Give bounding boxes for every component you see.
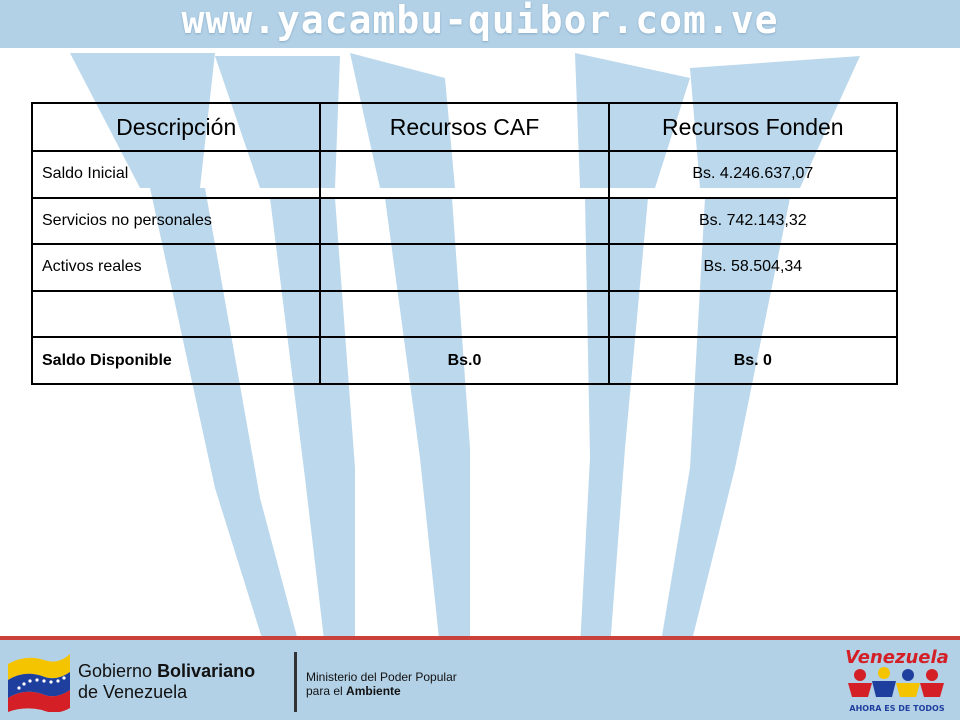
row-fonden: Bs. 58.504,34	[607, 243, 899, 292]
brand-title: Venezuela	[845, 647, 949, 668]
funds-table: Descripción Recursos CAF Recursos Fonden…	[30, 102, 899, 385]
row-fonden: Bs. 4.246.637,07	[607, 150, 899, 199]
gov-prefix: Gobierno	[78, 661, 158, 681]
footer-accent-line	[0, 636, 960, 640]
footer-band	[0, 636, 960, 720]
header-band	[0, 0, 960, 48]
row-description: Servicios no personales	[30, 196, 322, 246]
header-recursos-caf: Recursos CAF	[319, 102, 610, 152]
site-url: www.yacambu-quibor.com.ve	[181, 0, 779, 42]
header-descripcion: Descripción	[30, 102, 322, 152]
row-description: Saldo Disponible	[30, 336, 322, 385]
table-row-total: Saldo Disponible Bs.0 Bs. 0	[30, 336, 899, 385]
ministry-line2-prefix: para el	[306, 684, 347, 698]
gov-line2: de Venezuela	[78, 682, 188, 702]
row-fonden: Bs. 0	[607, 336, 899, 385]
footer-divider	[294, 652, 297, 712]
row-fonden: Bs. 742.143,32	[607, 196, 899, 246]
table-row-empty	[30, 289, 899, 339]
row-caf	[319, 243, 610, 292]
ministry-line2-bold: Ambiente	[346, 684, 401, 698]
row-caf	[319, 150, 610, 199]
ministry-name: Ministerio del Poder Popular para el Amb…	[306, 670, 457, 698]
people-figures-icon	[848, 667, 944, 697]
venezuela-flag-icon	[8, 654, 70, 712]
table-header-row: Descripción Recursos CAF Recursos Fonden	[30, 102, 899, 152]
row-caf	[319, 196, 610, 246]
row-fonden	[607, 289, 899, 339]
gov-bold: Bolivariano	[157, 661, 256, 681]
ministry-line1: Ministerio del Poder Popular	[306, 670, 457, 684]
table-row: Saldo Inicial Bs. 4.246.637,07	[30, 150, 899, 199]
row-caf: Bs.0	[319, 336, 610, 385]
row-description: Activos reales	[30, 243, 322, 292]
row-description: Saldo Inicial	[30, 150, 322, 199]
header-recursos-fonden: Recursos Fonden	[607, 102, 899, 152]
brand-slogan: AHORA ES DE TODOS	[849, 704, 944, 713]
row-description	[30, 289, 322, 339]
table-row: Activos reales Bs. 58.504,34	[30, 243, 899, 292]
government-name: Gobierno Bolivariano de Venezuela	[78, 661, 255, 703]
table-row: Servicios no personales Bs. 742.143,32	[30, 196, 899, 246]
venezuela-brand-logo: Venezuela AHORA ES DE TODOS	[845, 647, 949, 713]
row-caf	[319, 289, 610, 339]
